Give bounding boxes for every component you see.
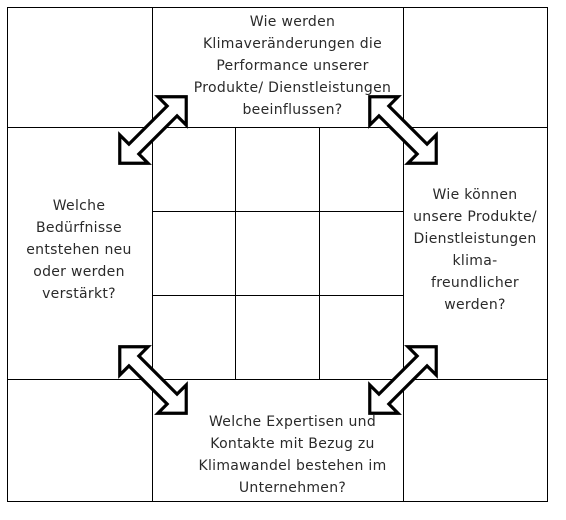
outer-frame: [7, 7, 548, 502]
question-left: Welche Bedürfnisse entstehen neu oder we…: [26, 198, 132, 302]
question-right: Wie können unsere Produkte/ Dienstleistu…: [413, 187, 537, 313]
question-top: Wie werden Klimaveränderungen die Perfor…: [193, 14, 392, 118]
question-bottom: Welche Expertisen und Kontakte mit Bezug…: [198, 414, 387, 496]
